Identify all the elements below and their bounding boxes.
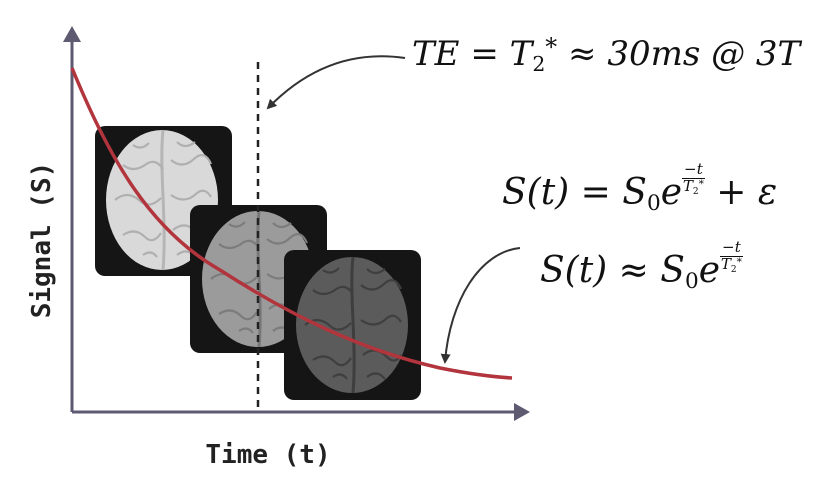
curved-arrow-icon [266,55,406,110]
y-axis-arrowhead [63,26,81,42]
te-annotation: TE = T2* ≈ 30ms @ 3T [412,33,801,77]
y-axis-label: Signal (S) [27,161,57,319]
x-axis-arrowhead [514,403,530,421]
brain-tile-3 [284,250,421,400]
x-axis-label: Time (t) [205,440,331,470]
axes [63,26,530,421]
curved-arrow-icon [440,247,521,364]
brain-icon [296,256,408,394]
decay-curve [70,67,513,380]
